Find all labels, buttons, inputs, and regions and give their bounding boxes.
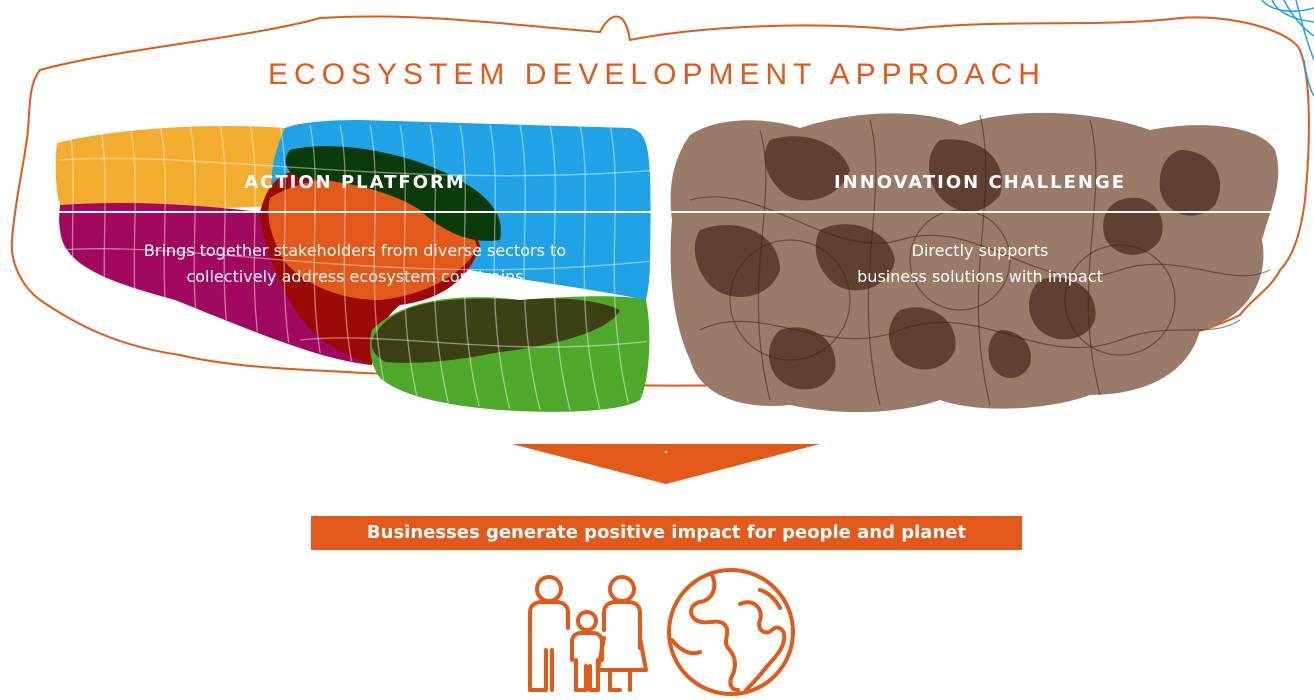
cloud-outline bbox=[10, 15, 1310, 387]
magenta-blob bbox=[59, 202, 373, 365]
decorative-swirl bbox=[1261, 0, 1314, 97]
dark-green-blob bbox=[285, 146, 501, 241]
innovation-challenge-heading: INNOVATION CHALLENGE bbox=[833, 172, 1127, 193]
action-platform-description-line-2: collectively address ecosystem constrain… bbox=[186, 267, 524, 286]
family-icon bbox=[528, 575, 648, 692]
globe-icon bbox=[667, 568, 795, 696]
diagram-title: ECOSYSTEM DEVELOPMENT APPROACH bbox=[268, 58, 1046, 91]
down-arrow bbox=[512, 444, 820, 484]
action-platform-description: Brings together stakeholders from divers… bbox=[70, 238, 640, 290]
innovation-challenge-shapes bbox=[670, 112, 1279, 413]
innovation-challenge-description-line-2: business solutions with impact bbox=[857, 267, 1103, 286]
olive-overlap bbox=[371, 298, 620, 363]
yellow-blob bbox=[55, 125, 301, 209]
outcome-banner: Businesses generate positive impact for … bbox=[311, 516, 1022, 550]
innovation-challenge-description-line-1: Directly supports bbox=[911, 241, 1049, 260]
action-platform-description-line-1: Brings together stakeholders from divers… bbox=[143, 241, 567, 260]
action-platform-heading: ACTION PLATFORM bbox=[244, 172, 466, 193]
innovation-challenge-description: Directly supports business solutions wit… bbox=[790, 238, 1170, 290]
